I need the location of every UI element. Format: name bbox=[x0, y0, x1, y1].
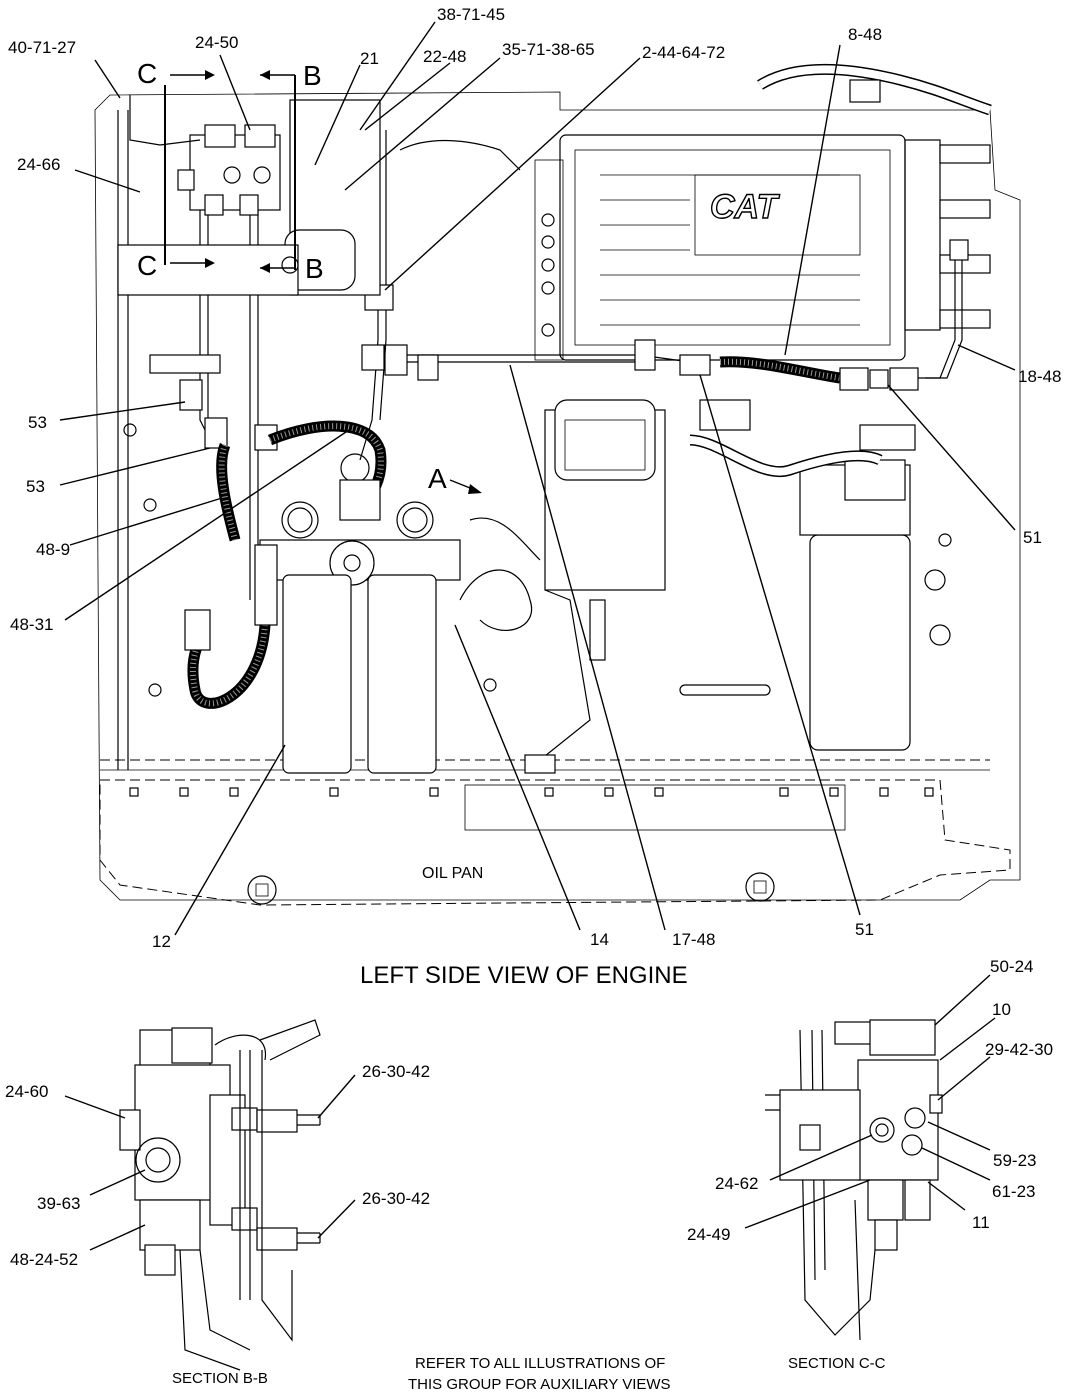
callout-35-71-38-65: 35-71-38-65 bbox=[502, 40, 595, 59]
callout-26-30-42-lower: 26-30-42 bbox=[362, 1189, 430, 1208]
callout-14: 14 bbox=[590, 930, 609, 949]
main-leaders bbox=[59, 21, 1016, 936]
callout-24-49: 24-49 bbox=[687, 1225, 730, 1244]
callout-51-bottom: 51 bbox=[855, 920, 874, 939]
section-bb-drawing bbox=[119, 1019, 321, 1371]
cat-logo: CAT bbox=[710, 188, 781, 226]
fuel-filter-base bbox=[259, 453, 461, 586]
section-marker-b-top: B bbox=[303, 60, 322, 91]
callout-53-lower: 53 bbox=[26, 477, 45, 496]
section-bb-callouts: 24-60 26-30-42 39-63 26-30-42 48-24-52 bbox=[5, 1062, 430, 1269]
view-marker-a: A bbox=[428, 463, 447, 494]
callout-38-71-45: 38-71-45 bbox=[437, 5, 505, 24]
section-bb-leaders bbox=[64, 1074, 356, 1251]
fuel-filter-14 bbox=[367, 574, 437, 774]
section-marker-c-top: C bbox=[137, 58, 157, 89]
callout-22-48: 22-48 bbox=[423, 47, 466, 66]
callout-24-66: 24-66 bbox=[17, 155, 60, 174]
section-cc-drawing bbox=[765, 1019, 943, 1341]
main-callouts: 40-71-27 24-50 38-71-45 21 22-48 35-71-3… bbox=[8, 5, 1061, 951]
oil-pan-bolts bbox=[129, 787, 934, 905]
callout-61-23: 61-23 bbox=[992, 1182, 1035, 1201]
callout-48-9: 48-9 bbox=[36, 540, 70, 559]
callout-11: 11 bbox=[972, 1213, 990, 1232]
fuel-manifold bbox=[129, 95, 281, 216]
section-cc-leaders bbox=[744, 974, 996, 1229]
valve-cover: CAT bbox=[534, 134, 991, 361]
callout-10: 10 bbox=[992, 1000, 1011, 1019]
main-view-title: LEFT SIDE VIEW OF ENGINE bbox=[360, 962, 688, 989]
callout-17-48: 17-48 bbox=[672, 930, 715, 949]
callout-24-60: 24-60 bbox=[5, 1082, 48, 1101]
section-cc-callouts: 50-24 10 29-42-30 59-23 24-62 61-23 24-4… bbox=[687, 957, 1053, 1244]
section-markers: C B C B A bbox=[137, 58, 482, 494]
oil-pan-label: OIL PAN bbox=[422, 865, 483, 882]
callout-50-24: 50-24 bbox=[990, 957, 1033, 976]
section-bb-caption: SECTION B-B bbox=[172, 1370, 268, 1387]
primary-filter bbox=[459, 399, 666, 661]
callout-24-50: 24-50 bbox=[195, 33, 238, 52]
callout-48-31: 48-31 bbox=[10, 615, 53, 634]
callout-21: 21 bbox=[360, 49, 379, 68]
callout-2-44-64-72: 2-44-64-72 bbox=[642, 43, 725, 62]
callout-29-42-30: 29-42-30 bbox=[985, 1040, 1053, 1059]
callout-18-48: 18-48 bbox=[1018, 367, 1061, 386]
section-marker-b-bottom: B bbox=[305, 253, 324, 284]
callout-12: 12 bbox=[152, 932, 171, 951]
callout-48-24-52: 48-24-52 bbox=[10, 1250, 78, 1269]
callout-53-upper: 53 bbox=[28, 413, 47, 432]
section-marker-c-bottom: C bbox=[137, 250, 157, 281]
callout-51-right: 51 bbox=[1023, 528, 1042, 547]
hose-48-9 bbox=[216, 442, 241, 542]
callout-8-48: 8-48 bbox=[848, 25, 882, 44]
footnote-line-2: THIS GROUP FOR AUXILIARY VIEWS bbox=[408, 1376, 671, 1393]
callout-40-71-27: 40-71-27 bbox=[8, 38, 76, 57]
footnote-line-1: REFER TO ALL ILLUSTRATIONS OF bbox=[415, 1355, 665, 1372]
engine-oil-filter bbox=[799, 459, 952, 751]
callout-39-63: 39-63 bbox=[37, 1194, 80, 1213]
callout-24-62: 24-62 bbox=[715, 1174, 758, 1193]
section-cc-caption: SECTION C-C bbox=[788, 1355, 886, 1372]
oil-pan-outline bbox=[99, 779, 1011, 906]
callout-59-23: 59-23 bbox=[993, 1151, 1036, 1170]
engine-drawing: CAT bbox=[94, 63, 1021, 906]
fuel-filter-12 bbox=[282, 574, 352, 774]
callout-26-30-42-upper: 26-30-42 bbox=[362, 1062, 430, 1081]
